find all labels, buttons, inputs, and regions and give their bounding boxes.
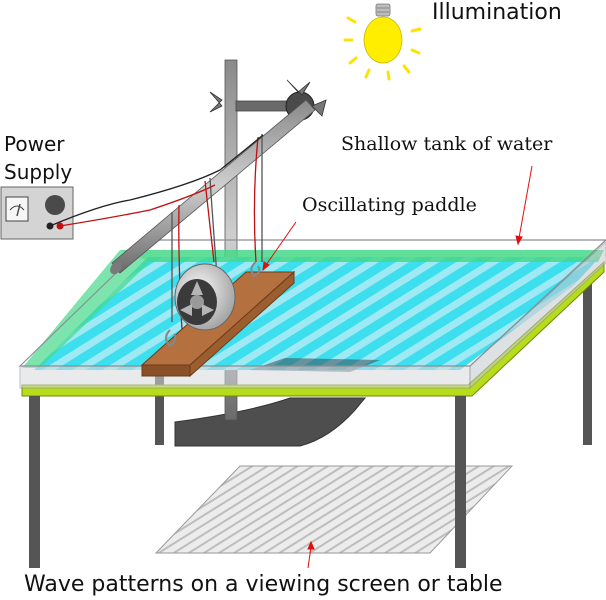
paddle-hook <box>165 329 177 348</box>
label-pointers <box>262 165 533 569</box>
stand-base <box>174 397 367 447</box>
screen-label: Wave patterns on a viewing screen or tab… <box>24 572 503 597</box>
tank-rim-back <box>120 250 604 262</box>
table-leg <box>583 280 592 445</box>
cable-red <box>59 184 216 227</box>
support-rod-end <box>110 261 122 275</box>
knob <box>45 195 65 215</box>
tank-glass-right <box>469 241 606 390</box>
tank-label: Shallow tank of water <box>341 133 553 155</box>
tank-glass-front <box>19 365 471 389</box>
tank-rim-left <box>22 250 150 368</box>
power-supply-label: Power Supply <box>4 130 72 186</box>
support-rod <box>111 99 316 274</box>
power-supply-label-line1: Power <box>4 132 65 156</box>
motor-icon <box>174 263 236 331</box>
cable-black <box>49 134 264 227</box>
table-leg <box>455 396 466 568</box>
voltmeter-icon <box>5 196 29 222</box>
light-bulb-icon <box>343 3 422 81</box>
tank-glass-top-edge <box>18 239 606 367</box>
table-leg <box>29 396 40 568</box>
viewing-screen <box>154 465 514 554</box>
illumination-label: Illumination <box>432 0 562 25</box>
power-supply-label-line2: Supply <box>4 160 73 184</box>
paddle-label: Oscillating paddle <box>302 194 477 216</box>
power-supply <box>0 186 74 240</box>
paddle-hook <box>250 261 261 278</box>
